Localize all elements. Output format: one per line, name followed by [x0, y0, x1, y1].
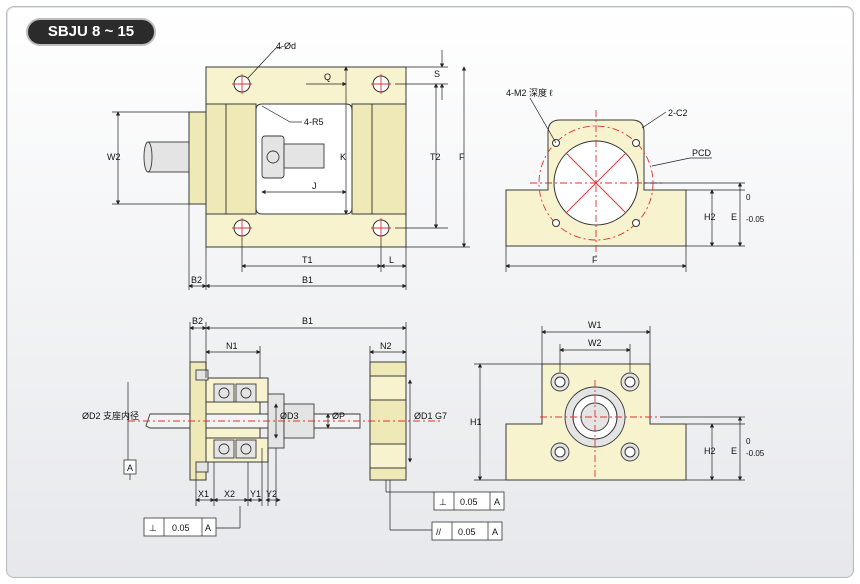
drawing-frame	[6, 6, 854, 578]
tol-2-value: 0.05	[460, 497, 478, 507]
dim-s: S	[434, 69, 440, 79]
dim-t1: T1	[302, 255, 313, 265]
chamfer-label: 2-C2	[668, 108, 688, 118]
dim-b1-top: B1	[302, 275, 313, 285]
shaft	[147, 141, 195, 173]
tap-label: 4-M2 深度 ℓ	[506, 87, 554, 98]
bottom-left-view: B2 B1 N1 N2 ØD2 支座内径 ØD3 ØP ØD1 G7 A X1 …	[82, 316, 505, 541]
tol-1-value: 0.05	[172, 523, 190, 533]
tol-2-datum: A	[494, 497, 500, 507]
p-label: ØP	[332, 411, 345, 421]
tol-3-symbol: //	[436, 527, 442, 537]
tolerance-frame-3: // 0.05 A	[431, 521, 503, 541]
dim-e-bottom: E	[731, 446, 737, 456]
dim-l: L	[389, 255, 394, 265]
d3-label: ØD3	[280, 411, 299, 421]
dim-w2-bottom: W2	[588, 338, 602, 348]
dim-n2: N2	[380, 341, 392, 351]
left-rib	[205, 103, 257, 215]
dim-q: Q	[324, 72, 331, 82]
e-tol-upper-top: 0	[746, 193, 751, 202]
dim-b2-top: B2	[191, 275, 202, 285]
tolerance-frame-2: ⊥ 0.05 A	[433, 491, 505, 511]
right-rib	[351, 103, 407, 215]
e-tol-lower-top: -0.05	[746, 215, 765, 224]
dim-h2-bottom: H2	[704, 446, 716, 456]
dim-n1: N1	[226, 341, 238, 351]
dim-w2: W2	[107, 152, 121, 162]
dim-j: J	[312, 181, 317, 191]
dim-t2: T2	[430, 152, 441, 162]
datum-a: A	[127, 463, 133, 473]
bottom-right-view: W1 W2 H1 H2 E 0 -0.05	[470, 320, 765, 481]
dim-k: K	[340, 152, 346, 162]
flange-collar	[188, 111, 208, 205]
dim-b1-bottom: B1	[302, 316, 313, 326]
dim-x2: X2	[224, 489, 235, 499]
bore-label: ØD2 支座内径	[82, 410, 139, 421]
e-tol-upper-bottom: 0	[746, 437, 751, 446]
tol-3-value: 0.05	[458, 527, 476, 537]
dim-b2-bottom: B2	[192, 316, 203, 326]
dim-f: F	[459, 152, 465, 162]
tol-2-symbol: ⊥	[439, 497, 447, 507]
tol-1-symbol: ⊥	[149, 523, 157, 533]
tol-1-datum: A	[205, 523, 211, 533]
dim-h1: H1	[470, 417, 482, 427]
pcd-label: PCD	[692, 148, 712, 158]
tolerance-frame-1: ⊥ 0.05 A	[143, 517, 217, 537]
model-title-badge: SBJU 8 ~ 15	[28, 20, 154, 44]
dim-f-right: F	[592, 255, 598, 265]
radius-label: 4-R5	[304, 117, 324, 127]
e-tol-lower-bottom: -0.05	[746, 449, 765, 458]
dim-h2-top: H2	[704, 212, 716, 222]
top-right-view: 4-M2 深度 ℓ 2-C2 PCD H2 E 0 -0.05 F	[505, 87, 765, 272]
dim-x1: X1	[198, 489, 209, 499]
dim-y1: Y1	[250, 489, 261, 499]
hole-label: 4-Ød	[276, 41, 296, 51]
dim-e-top: E	[731, 212, 737, 222]
dim-w1: W1	[588, 320, 602, 330]
d1-label: ØD1 G7	[414, 411, 447, 421]
tol-3-datum: A	[492, 527, 498, 537]
top-left-view: 4-Ød 4-R5 Q K J S T2 F W2	[107, 41, 470, 290]
dim-y2: Y2	[266, 489, 277, 499]
